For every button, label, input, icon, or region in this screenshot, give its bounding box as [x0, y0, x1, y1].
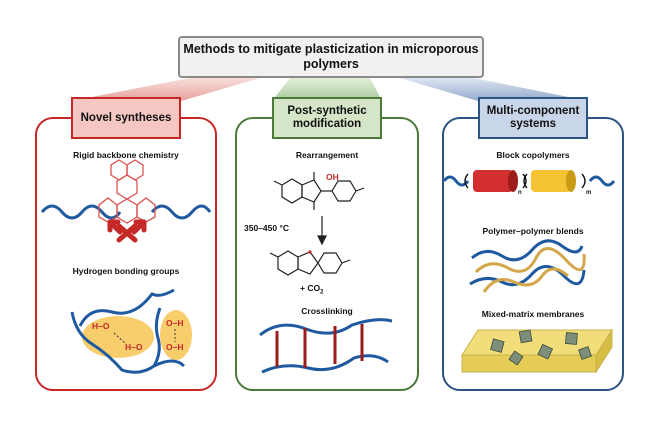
- label-block-copolymers: Block copolymers: [496, 150, 570, 160]
- rigid-backbone-illustration: [40, 159, 212, 243]
- temperature-label: 350–450 °C: [244, 223, 289, 233]
- polymer-chain-bottom: [261, 354, 389, 374]
- rearrangement-illustration: [269, 172, 365, 276]
- label-hydrogen-bonding: Hydrogen bonding groups: [72, 266, 180, 276]
- polymer-chain-hb-1: [78, 288, 175, 327]
- hbond-label-4: O–H: [166, 342, 184, 352]
- filler-particle: [490, 338, 505, 353]
- label-polymer-blends: Polymer–polymer blends: [482, 226, 584, 236]
- filler-particle: [518, 329, 533, 344]
- oh-group-label: OH: [326, 172, 339, 182]
- block-red: [473, 170, 513, 192]
- co2-label: + CO2: [300, 283, 323, 296]
- panel-title-multi-component: Multi-component systems: [478, 97, 588, 139]
- filler-particle: [537, 343, 554, 360]
- label-rearrangement: Rearrangement: [295, 150, 359, 160]
- polymer-blend-illustration: [469, 239, 586, 293]
- panel-title-post-synthetic: Post-synthetic modification: [272, 97, 382, 139]
- filler-particle: [508, 350, 524, 366]
- label-rigid-backbone: Rigid backbone chemistry: [73, 150, 179, 160]
- polymer-chain-left: [40, 204, 122, 220]
- label-crosslinking: Crosslinking: [301, 306, 353, 316]
- main-title: Methods to mitigate plasticization in mi…: [178, 36, 484, 78]
- mixed-matrix-illustration: [461, 328, 613, 374]
- block-copolymer-illustration: [442, 170, 616, 192]
- polymer-chain-top: [259, 318, 393, 337]
- co2-subscript: 2: [320, 289, 324, 296]
- hbond-label-3: O–H: [166, 318, 184, 328]
- crosslinks: [275, 324, 364, 368]
- blocked-rotation-icon: [107, 219, 147, 243]
- co2-prefix: + CO: [300, 283, 321, 293]
- connector-left: [71, 78, 260, 101]
- hbond-label-2: H–O: [125, 342, 143, 352]
- polymer-chain-right: [150, 204, 212, 220]
- connector-right: [400, 78, 588, 101]
- connector-middle: [272, 78, 382, 101]
- crosslinking-illustration: [259, 318, 393, 374]
- filler-particle: [565, 332, 578, 345]
- rigid-aromatic-unit: [98, 159, 156, 224]
- filler-particle: [578, 346, 592, 360]
- polymer-chain-hb-2: [70, 311, 186, 374]
- block-subscript-n: n: [518, 190, 522, 196]
- hbond-region-right: [160, 310, 192, 360]
- label-mixed-matrix: Mixed-matrix membranes: [481, 309, 585, 319]
- polymer-chain-hb-3: [152, 307, 162, 367]
- hydrogen-bonding-illustration: [70, 288, 192, 374]
- block-subscript-m: m: [586, 190, 592, 196]
- block-yellow: [531, 170, 571, 192]
- hbond-label-1: H–O: [92, 321, 110, 331]
- panel-title-novel-syntheses: Novel syntheses: [71, 97, 181, 139]
